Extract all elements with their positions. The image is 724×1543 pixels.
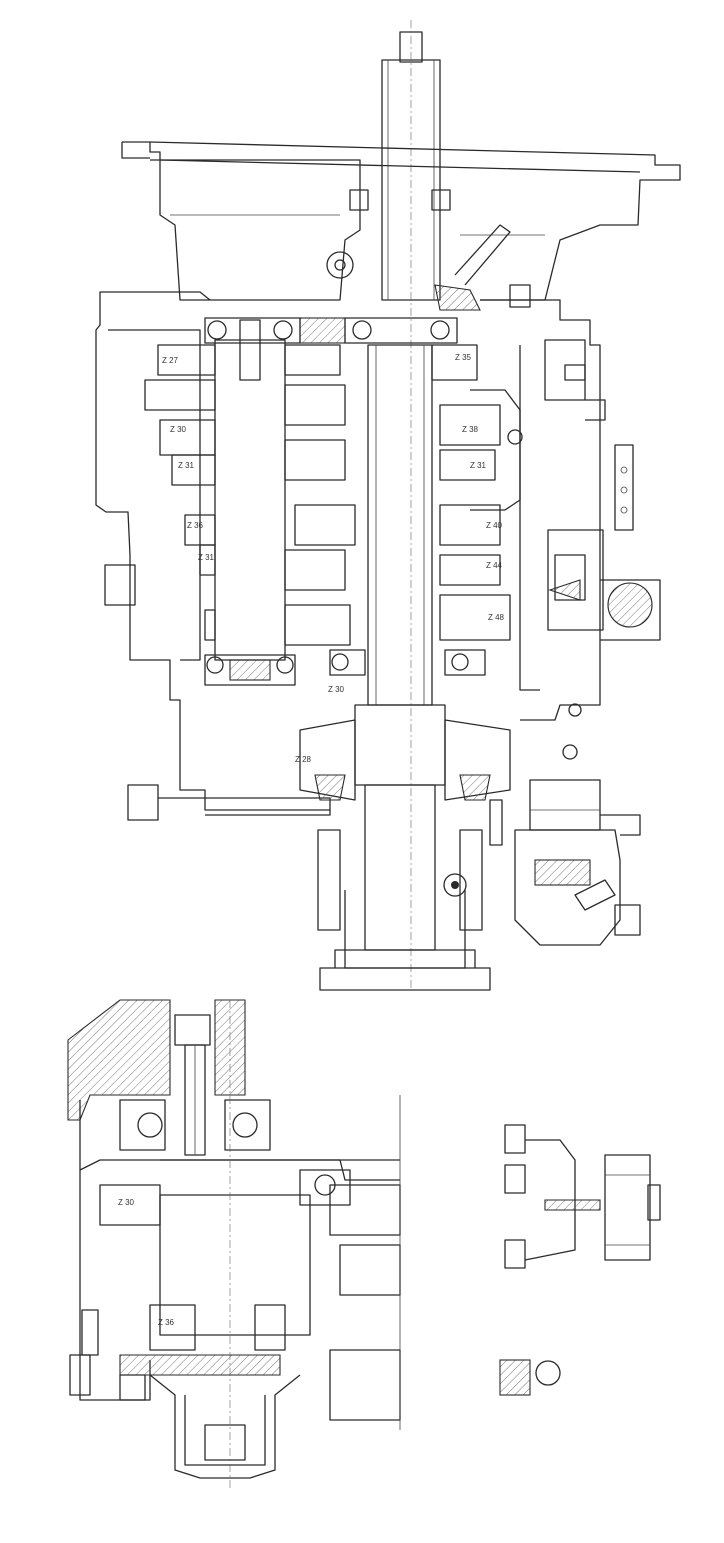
main-shaft xyxy=(319,344,491,991)
gear-label: Z 30 xyxy=(328,685,345,694)
gear-label: Z 35 xyxy=(455,353,472,362)
pto-pump-assembly xyxy=(514,779,641,946)
countershaft-gears xyxy=(144,319,356,686)
clutch-fittings xyxy=(326,189,531,311)
gear-label: Z 30 xyxy=(170,425,187,434)
gear-label: Z 44 xyxy=(486,561,503,570)
shift-linkage xyxy=(470,339,661,760)
detail-section: Z 30 Z 36 xyxy=(67,999,401,1490)
mainshaft-gears xyxy=(329,344,511,676)
gear-label: Z 31 xyxy=(470,461,487,470)
gearbox-casing xyxy=(95,291,601,821)
upper-bearings xyxy=(204,317,458,344)
main-gearbox-section: Z 27 Z 30 Z 31 Z 36 Z 31 Z 35 Z 38 Z 31 … xyxy=(95,20,681,991)
gear-label: Z 31 xyxy=(198,553,215,562)
plug-detail xyxy=(499,1359,561,1396)
gear-label: Z 27 xyxy=(162,356,179,365)
gear-label: Z 40 xyxy=(486,521,503,530)
gear-label: Z 38 xyxy=(462,425,479,434)
gear-label: Z 30 xyxy=(118,1198,135,1207)
shift-fork-detail xyxy=(504,1124,661,1269)
gear-label: Z 31 xyxy=(178,461,195,470)
gear-label: Z 28 xyxy=(295,755,312,764)
gear-label: Z 36 xyxy=(187,521,204,530)
output-section xyxy=(299,719,511,931)
bell-housing xyxy=(121,141,681,301)
gear-label: Z 48 xyxy=(488,613,505,622)
input-shaft xyxy=(381,20,441,990)
gear-label: Z 36 xyxy=(158,1318,175,1327)
